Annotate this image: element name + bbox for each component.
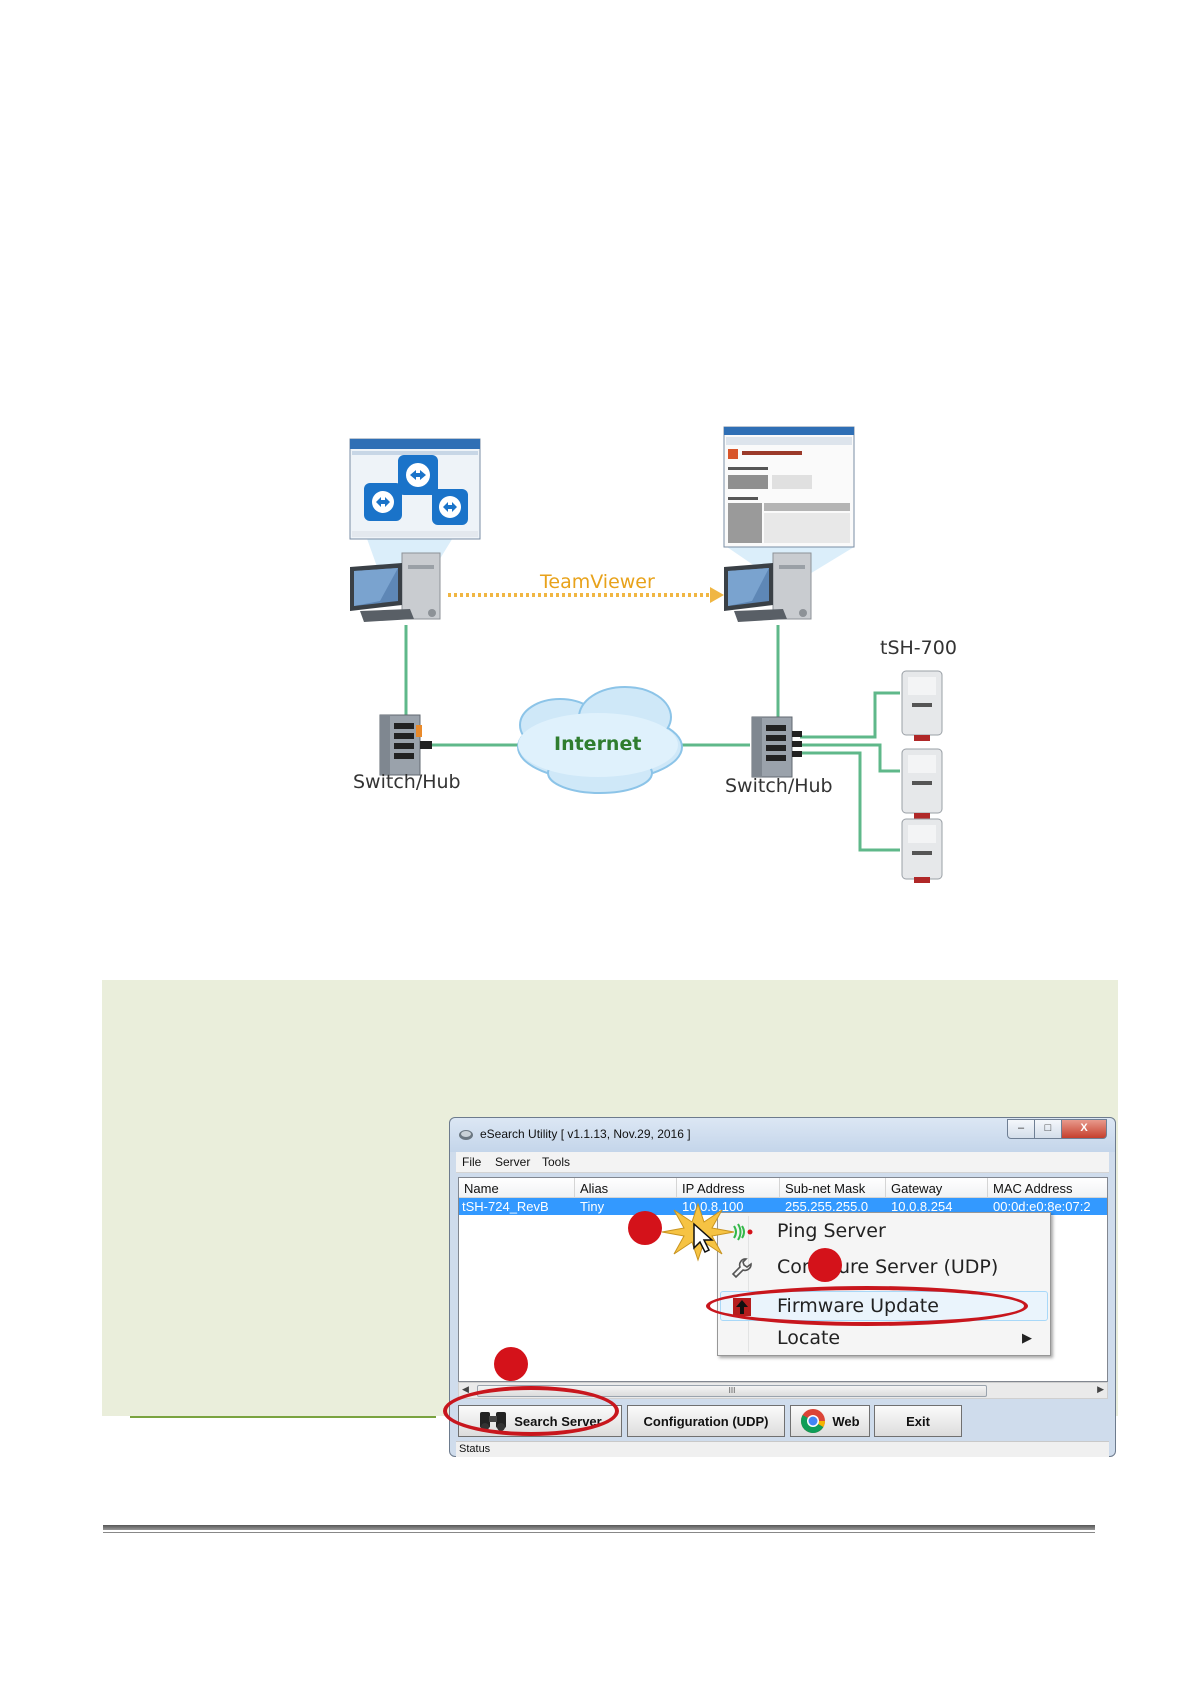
ping-icon	[733, 1223, 753, 1241]
tsh-device-icon-3	[901, 818, 943, 883]
column-header-subnet[interactable]: Sub-net Mask	[785, 1181, 866, 1196]
column-header-name[interactable]: Name	[464, 1181, 499, 1196]
column-header-alias[interactable]: Alias	[580, 1181, 609, 1196]
cell-mac: 00:0d:e0:8e:07:2	[993, 1199, 1091, 1214]
left-pc-icon	[350, 552, 441, 622]
cell-alias: Tiny	[580, 1199, 605, 1214]
column-separator	[676, 1178, 677, 1198]
tsh-device-icon-2	[901, 748, 943, 819]
search-server-highlight	[443, 1386, 619, 1436]
scroll-left-icon[interactable]: ◀	[462, 1384, 469, 1394]
diagram-graphics	[349, 426, 943, 883]
close-button[interactable]: X	[1061, 1119, 1107, 1139]
menu-bar: File Server Tools	[456, 1152, 1109, 1173]
cell-gateway: 10.0.8.254	[891, 1199, 953, 1214]
scroll-right-icon[interactable]: ▶	[1097, 1384, 1104, 1394]
column-header-gateway[interactable]: Gateway	[891, 1181, 943, 1196]
internet-label: Internet	[554, 733, 642, 755]
column-header-mac[interactable]: MAC Address	[993, 1181, 1073, 1196]
annotation-marker-1	[494, 1347, 528, 1381]
menu-tools[interactable]: Tools	[542, 1155, 571, 1169]
webpage-thumbnail	[723, 426, 855, 548]
window-title: eSearch Utility [ v1.1.13, Nov.29, 2016 …	[480, 1127, 691, 1141]
teamviewer-window-thumbnail	[349, 438, 481, 540]
configuration-udp-button[interactable]: Configuration (UDP)	[627, 1405, 785, 1437]
footer-rule-thin	[103, 1532, 1095, 1533]
footer-rule	[103, 1525, 1095, 1530]
left-switch-label: Switch/Hub	[353, 771, 461, 793]
list-header: Name Alias IP Address Sub-net Mask Gatew…	[459, 1178, 1107, 1198]
teamviewer-label: TeamViewer	[540, 571, 655, 593]
cell-name: tSH-724_RevB	[462, 1199, 549, 1214]
wrench-icon	[731, 1258, 752, 1279]
menu-item-ping-server[interactable]: Ping Server	[720, 1216, 1048, 1246]
teamviewer-arrowhead	[710, 587, 724, 603]
web-label: Web	[832, 1413, 860, 1429]
cell-subnet: 255.255.255.0	[785, 1199, 869, 1214]
exit-button[interactable]: Exit	[874, 1405, 962, 1437]
maximize-button[interactable]: □	[1034, 1119, 1062, 1139]
submenu-arrow-icon: ▶	[1022, 1330, 1032, 1345]
context-menu: Ping Server Configure Server (UDP) Firmw…	[717, 1212, 1051, 1356]
table-row[interactable]: tSH-724_RevB Tiny 10.0.8.100 255.255.255…	[459, 1198, 1107, 1215]
right-switch-label: Switch/Hub	[725, 775, 833, 797]
mouse-cursor-icon	[693, 1222, 714, 1254]
right-switch-icon	[751, 716, 802, 778]
menu-gutter	[748, 1216, 749, 1352]
menu-item-configure-server[interactable]: Configure Server (UDP)	[720, 1252, 1048, 1282]
firmware-update-highlight	[706, 1286, 1028, 1326]
column-separator	[779, 1178, 780, 1198]
annotation-marker-3	[808, 1248, 842, 1282]
status-bar: Status	[456, 1441, 1109, 1457]
chrome-icon	[801, 1409, 826, 1434]
horizontal-scrollbar[interactable]: ◀ III ▶	[458, 1382, 1108, 1399]
app-icon	[459, 1130, 473, 1140]
column-header-ip[interactable]: IP Address	[682, 1181, 745, 1196]
menu-item-locate[interactable]: Locate ▶	[720, 1323, 1048, 1353]
status-text: Status	[459, 1443, 491, 1455]
left-switch-icon	[379, 714, 432, 776]
tsh-device-icon-1	[901, 670, 943, 741]
menu-file[interactable]: File	[462, 1155, 482, 1169]
right-pc-icon	[724, 552, 812, 622]
minimize-button[interactable]: –	[1007, 1119, 1035, 1139]
internet-cloud-icon	[517, 686, 683, 794]
column-separator	[987, 1178, 988, 1198]
configuration-udp-label: Configuration (UDP)	[643, 1413, 769, 1429]
note-underline	[130, 1416, 436, 1418]
title-bar[interactable]: eSearch Utility [ v1.1.13, Nov.29, 2016 …	[450, 1118, 1115, 1152]
device-wire-2	[800, 743, 900, 773]
exit-label: Exit	[906, 1413, 930, 1429]
ping-server-label: Ping Server	[777, 1220, 886, 1242]
device-wire-3	[800, 751, 900, 852]
locate-label: Locate	[777, 1327, 841, 1349]
column-separator	[574, 1178, 575, 1198]
column-separator	[885, 1178, 886, 1198]
network-diagram: TeamViewer Internet Switch/Hub Switch/Hu…	[340, 425, 1040, 885]
menu-server[interactable]: Server	[495, 1155, 531, 1169]
web-button[interactable]: Web	[790, 1405, 870, 1437]
device-wire-1	[800, 691, 900, 739]
click-burst-icon	[661, 1202, 735, 1262]
device-label: tSH-700	[880, 637, 957, 659]
annotation-marker-2	[628, 1211, 662, 1245]
